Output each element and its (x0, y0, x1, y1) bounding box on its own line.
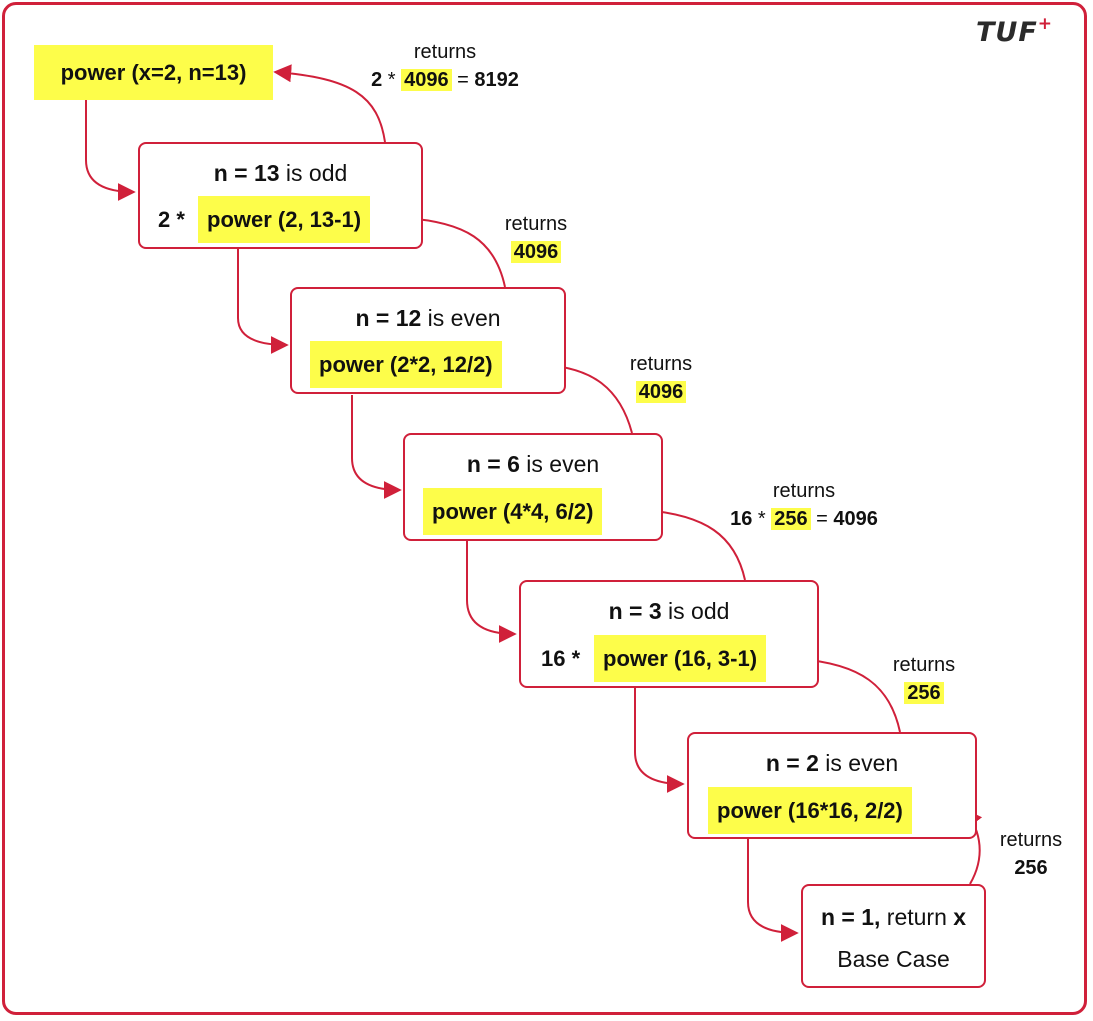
call-arrow-0 (85, 100, 136, 201)
recursion-node-n13: n = 13 is odd 2 * power (2, 13-1) (138, 142, 423, 249)
base-case-label: Base Case (837, 946, 950, 972)
recursion-node-n3: n = 3 is odd 16 * power (16, 3-1) (519, 580, 819, 688)
return-label-3: returns 16 * 256 = 4096 (730, 480, 878, 530)
return-arrow-0 (273, 64, 386, 143)
node-call: power (2*2, 12/2) (310, 341, 502, 388)
base-case-condition: n = 1, return x (820, 904, 967, 930)
return-arrow-1 (403, 210, 506, 288)
call-arrow-4 (634, 688, 685, 793)
return-label-5: returns 256 (999, 829, 1063, 879)
call-arrow-3 (466, 540, 517, 643)
node-prefix: 16 * (541, 646, 581, 671)
node-call: power (16*16, 2/2) (708, 787, 912, 834)
root-call: power (x=2, n=13) (34, 45, 273, 100)
return-arrow-3 (643, 502, 746, 581)
node-prefix: 2 * (158, 207, 185, 232)
return-arrow-4 (798, 651, 901, 733)
return-label-1: returns 4096 (504, 213, 568, 263)
node-condition: n = 12 is even (355, 305, 501, 331)
node-condition: n = 3 is odd (608, 598, 730, 624)
node-condition: n = 13 is odd (213, 160, 348, 186)
node-call: power (16, 3-1) (594, 635, 767, 682)
node-condition: n = 6 is even (466, 451, 600, 477)
return-label-0: returns 2 * 4096 = 8192 (371, 41, 519, 91)
call-arrow-1 (237, 248, 289, 354)
call-arrow-2 (351, 395, 402, 499)
recursion-node-n2: n = 2 is even power (16*16, 2/2) (687, 732, 977, 839)
tuf-logo: TUF+ (976, 14, 1054, 48)
return-label-4: returns 256 (892, 654, 956, 704)
node-call: power (2, 13-1) (198, 196, 371, 243)
base-case-node: n = 1, return x Base Case (801, 884, 986, 988)
return-label-2: returns 4096 (629, 353, 693, 403)
recursion-node-n12: n = 12 is even power (2*2, 12/2) (290, 287, 566, 394)
recursion-node-n6: n = 6 is even power (4*4, 6/2) (403, 433, 663, 541)
call-arrow-5 (747, 838, 799, 942)
node-condition: n = 2 is even (765, 750, 899, 776)
node-call: power (4*4, 6/2) (423, 488, 603, 535)
